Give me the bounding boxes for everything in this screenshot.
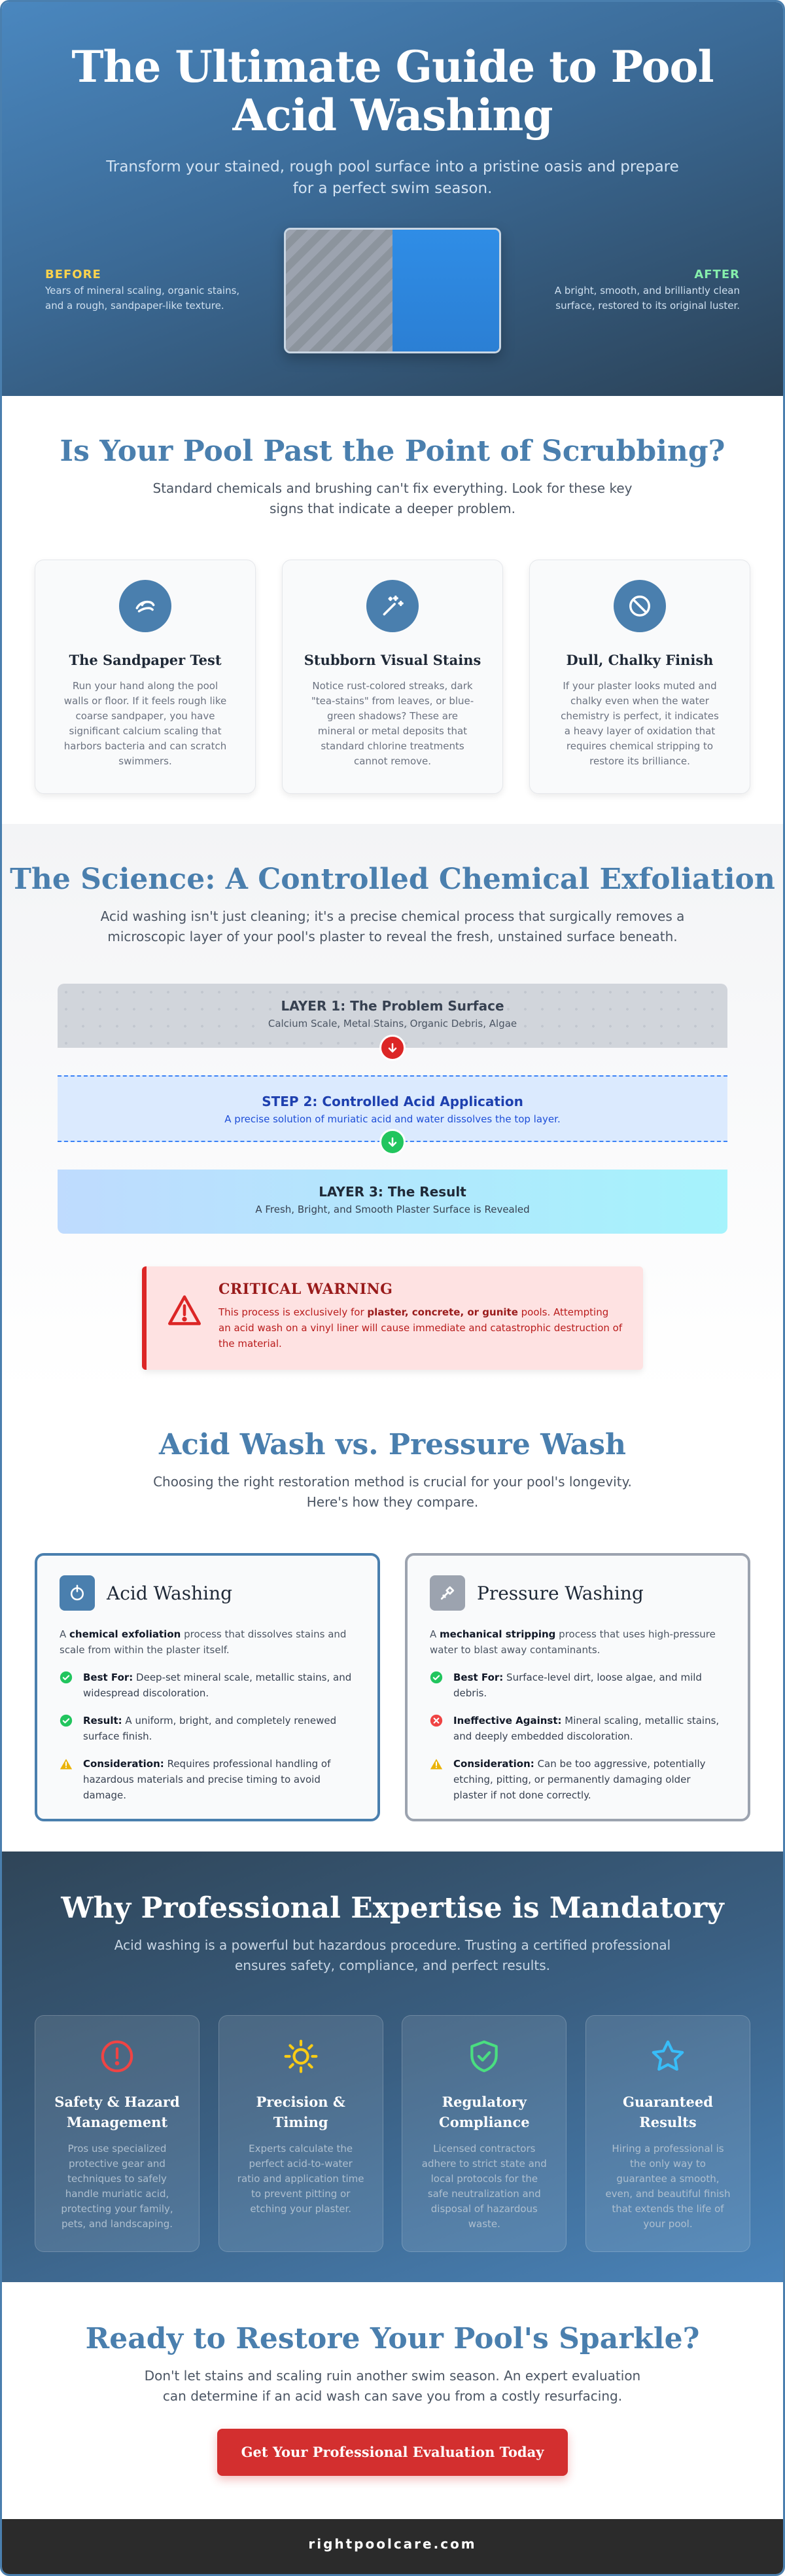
signs-lead: Standard chemicals and brushing can't fi… <box>152 480 633 516</box>
card-description: A mechanical stripping process that uses… <box>430 1628 716 1656</box>
before-after: BEFORE Years of mineral scaling, organic… <box>2 228 783 359</box>
cta-section: Ready to Restore Your Pool's Sparkle? Do… <box>2 2282 783 2519</box>
sparkle-wand-icon <box>366 580 419 632</box>
layer-title: STEP 2: Controlled Acid Application <box>262 1094 523 1109</box>
science-title: The Science: A Controlled Chemical Exfol… <box>10 863 775 896</box>
card-description: A chemical exfoliation process that diss… <box>60 1628 347 1656</box>
compare-title: Acid Wash vs. Pressure Wash <box>158 1428 627 1461</box>
expertise-card-text: Experts calculate the perfect acid-to-wa… <box>237 2143 364 2215</box>
warning-triangle-icon <box>166 1281 203 1355</box>
expertise-card-title: Guaranteed Results <box>623 2094 713 2130</box>
cta-title: Ready to Restore Your Pool's Sparkle? <box>85 2322 700 2355</box>
caution-triangle-icon <box>60 1756 74 1803</box>
list-item: Consideration: Can be too aggressive, po… <box>430 1756 725 1803</box>
spray-nozzle-icon <box>430 1575 465 1611</box>
after-caption: AFTER A bright, smooth, and brilliantly … <box>524 267 740 313</box>
expertise-card-text: Hiring a professional is the only way to… <box>605 2143 731 2230</box>
check-circle-icon <box>60 1713 74 1744</box>
before-text: Years of mineral scaling, organic stains… <box>45 285 240 312</box>
warning-text: This process is exclusively for plaster,… <box>218 1306 623 1350</box>
star-icon <box>586 2038 750 2077</box>
expertise-card-results: Guaranteed Results Hiring a professional… <box>585 2015 750 2252</box>
footer: rightpoolcare.com <box>2 2519 783 2574</box>
layer-title: LAYER 3: The Result <box>319 1184 466 1200</box>
sign-card-title: Stubborn Visual Stains <box>304 652 481 668</box>
pressure-wash-card: Pressure Washing A mechanical stripping … <box>405 1553 750 1821</box>
sign-card-chalky: Dull, Chalky Finish If your plaster look… <box>529 560 750 794</box>
hero-section: The Ultimate Guide to Pool Acid Washing … <box>2 2 783 396</box>
expertise-card-safety: Safety & Hazard Management Pros use spec… <box>35 2015 200 2252</box>
cta-lead: Don't let stains and scaling ruin anothe… <box>144 2368 641 2404</box>
signs-title: Is Your Pool Past the Point of Scrubbing… <box>60 435 725 468</box>
arrow-down-icon <box>379 1129 406 1155</box>
caution-triangle-icon <box>430 1756 444 1803</box>
list-item: Ineffective Against: Mineral scaling, me… <box>430 1713 725 1744</box>
expertise-card-text: Licensed contractors adhere to strict st… <box>421 2143 547 2230</box>
after-text: A bright, smooth, and brilliantly clean … <box>554 285 740 312</box>
hero-title: The Ultimate Guide to Pool Acid Washing <box>71 41 714 141</box>
list-item: Best For: Deep-set mineral scale, metall… <box>60 1670 355 1701</box>
expertise-card-text: Pros use specialized protective gear and… <box>61 2143 173 2230</box>
check-circle-icon <box>60 1670 74 1701</box>
sign-card-text: If your plaster looks muted and chalky e… <box>561 680 719 767</box>
expertise-section: Why Professional Expertise is Mandatory … <box>2 1851 783 2282</box>
expertise-lead: Acid washing is a powerful but hazardous… <box>114 1937 671 1973</box>
card-title: Pressure Washing <box>477 1582 644 1604</box>
footer-site-link[interactable]: rightpoolcare.com <box>308 2536 477 2552</box>
ban-icon <box>614 580 666 632</box>
sign-card-text: Notice rust-colored streaks, dark "tea-s… <box>311 680 474 767</box>
after-surface <box>392 230 499 351</box>
list-item: Result: A uniform, bright, and completel… <box>60 1713 355 1744</box>
compare-lead: Choosing the right restoration method is… <box>153 1474 632 1510</box>
layer-subtitle: A precise solution of muriatic acid and … <box>224 1113 561 1125</box>
layer-title: LAYER 1: The Problem Surface <box>281 998 504 1014</box>
sign-card-title: The Sandpaper Test <box>69 652 222 668</box>
before-label: BEFORE <box>45 268 101 281</box>
before-surface <box>286 230 392 351</box>
expertise-card-compliance: Regulatory Compliance Licensed contracto… <box>402 2015 567 2252</box>
sign-card-stains: Stubborn Visual Stains Notice rust-color… <box>282 560 503 794</box>
before-after-image <box>284 228 501 353</box>
acid-wash-card: Acid Washing A chemical exfoliation proc… <box>35 1553 380 1821</box>
expertise-card-title: Regulatory Compliance <box>439 2094 530 2130</box>
layer-diagram: LAYER 1: The Problem Surface Calcium Sca… <box>58 984 727 1234</box>
sun-icon <box>219 2038 383 2077</box>
card-title: Acid Washing <box>107 1582 233 1604</box>
sign-card-text: Run your hand along the pool walls or fl… <box>63 680 227 767</box>
arrow-down-icon <box>379 1035 406 1061</box>
acid-drop-icon <box>60 1575 95 1611</box>
before-caption: BEFORE Years of mineral scaling, organic… <box>45 267 261 313</box>
expertise-card-precision: Precision & Timing Experts calculate the… <box>218 2015 383 2252</box>
warning-title: CRITICAL WARNING <box>218 1281 393 1298</box>
sign-card-sandpaper: The Sandpaper Test Run your hand along t… <box>35 560 256 794</box>
check-circle-icon <box>430 1670 444 1701</box>
compare-section: Acid Wash vs. Pressure Wash Choosing the… <box>2 1395 783 1851</box>
hand-icon <box>119 580 171 632</box>
hero-subtitle: Transform your stained, rough pool surfa… <box>106 158 679 197</box>
alert-circle-icon <box>35 2038 199 2077</box>
evaluation-cta-button[interactable]: Get Your Professional Evaluation Today <box>217 2429 568 2476</box>
x-circle-icon <box>430 1713 444 1744</box>
expertise-title: Why Professional Expertise is Mandatory <box>61 1891 724 1925</box>
expertise-card-title: Safety & Hazard Management <box>54 2094 180 2130</box>
expertise-card-title: Precision & Timing <box>256 2094 345 2130</box>
science-section: The Science: A Controlled Chemical Exfol… <box>2 824 783 1395</box>
sign-card-title: Dull, Chalky Finish <box>566 652 714 668</box>
layer-subtitle: A Fresh, Bright, and Smooth Plaster Surf… <box>255 1204 530 1215</box>
signs-section: Is Your Pool Past the Point of Scrubbing… <box>2 396 783 824</box>
science-lead: Acid washing isn't just cleaning; it's a… <box>100 908 685 944</box>
layer-result: LAYER 3: The Result A Fresh, Bright, and… <box>58 1170 727 1234</box>
shield-check-icon <box>402 2038 566 2077</box>
list-item: Consideration: Requires professional han… <box>60 1756 355 1803</box>
critical-warning: CRITICAL WARNING This process is exclusi… <box>142 1266 643 1370</box>
layer-subtitle: Calcium Scale, Metal Stains, Organic Deb… <box>268 1018 517 1029</box>
after-label: AFTER <box>694 268 740 281</box>
list-item: Best For: Surface-level dirt, loose alga… <box>430 1670 725 1701</box>
